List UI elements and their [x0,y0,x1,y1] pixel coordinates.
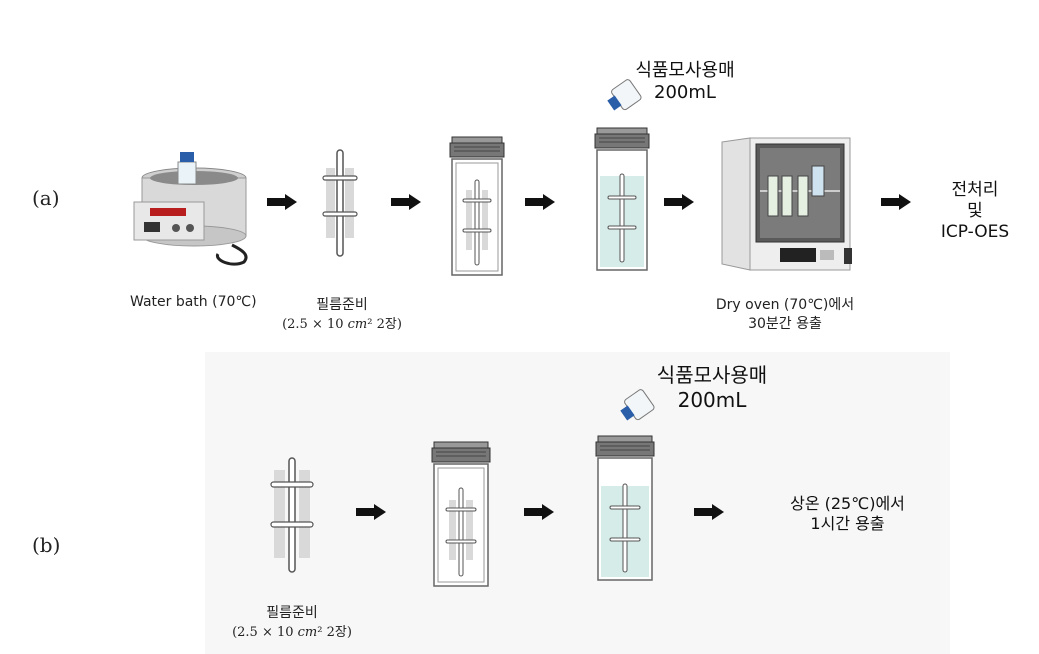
solvent-label-b-line1: 식품모사용매 [656,363,768,387]
film-caption-b: 필름준비 (2.5 × 10 𝑐𝑚² 2장) [222,604,362,642]
final-step-a: 전처리 및 ICP-OES [925,180,1025,243]
film-caption-a-line1: 필름준비 [316,297,368,313]
film-holder-icon [449,136,505,276]
panel-b-background [205,352,950,654]
final-step-a-line3: ICP-OES [940,222,1010,242]
right-arrow-icon [881,194,911,210]
solvent-label-a-line1: 식품모사용매 [635,60,735,81]
solvent-label-b: 식품모사용매 200mL [632,363,792,413]
solvent-bottle-icon [607,79,642,111]
oven-caption: Dry oven (70℃)에서 30분간 용출 [710,296,860,334]
right-arrow-icon [267,194,297,210]
right-arrow-icon [525,194,555,210]
solvent-bottle-icon [620,389,655,421]
right-arrow-icon [391,194,421,210]
right-arrow-icon [356,504,386,520]
water-bath-icon [133,152,248,266]
film-caption-a-line2: (2.5 × 10 𝑐𝑚² 2장) [282,317,402,332]
final-step-b: 상온 (25℃)에서 1시간 용출 [770,494,925,534]
right-arrow-icon [664,194,694,210]
oven-caption-line1: Dry oven (70℃)에서 [715,297,855,313]
film-caption-b-line2: (2.5 × 10 𝑐𝑚² 2장) [232,625,352,640]
film-strip-icon [322,149,358,257]
oven-caption-line2: 30분간 용출 [748,316,822,332]
film-holder-icon [431,441,491,587]
row-b-label: (b) [32,533,61,557]
row-a-label: (a) [32,186,60,210]
final-step-a-line2: 및 [967,201,983,221]
final-step-a-line1: 전처리 [951,180,999,200]
final-step-b-line2: 1시간 용출 [810,514,885,533]
solvent-label-b-line2: 200mL [677,388,747,412]
solvent-label-a-line2: 200mL [654,82,716,103]
final-step-b-line1: 상온 (25℃)에서 [790,494,905,513]
film-caption-a: 필름준비 (2.5 × 10 𝑐𝑚² 2장) [272,296,412,334]
water-bath-caption: Water bath (70℃) [130,294,257,310]
film-strip-icon [270,457,314,573]
right-arrow-icon [524,504,554,520]
holder-with-solvent-icon [595,435,655,581]
film-caption-b-line1: 필름준비 [266,605,318,621]
dry-oven-icon [721,137,852,271]
holder-with-solvent-icon [594,127,650,271]
right-arrow-icon [694,504,724,520]
solvent-label-a: 식품모사용매 200mL [615,60,755,104]
